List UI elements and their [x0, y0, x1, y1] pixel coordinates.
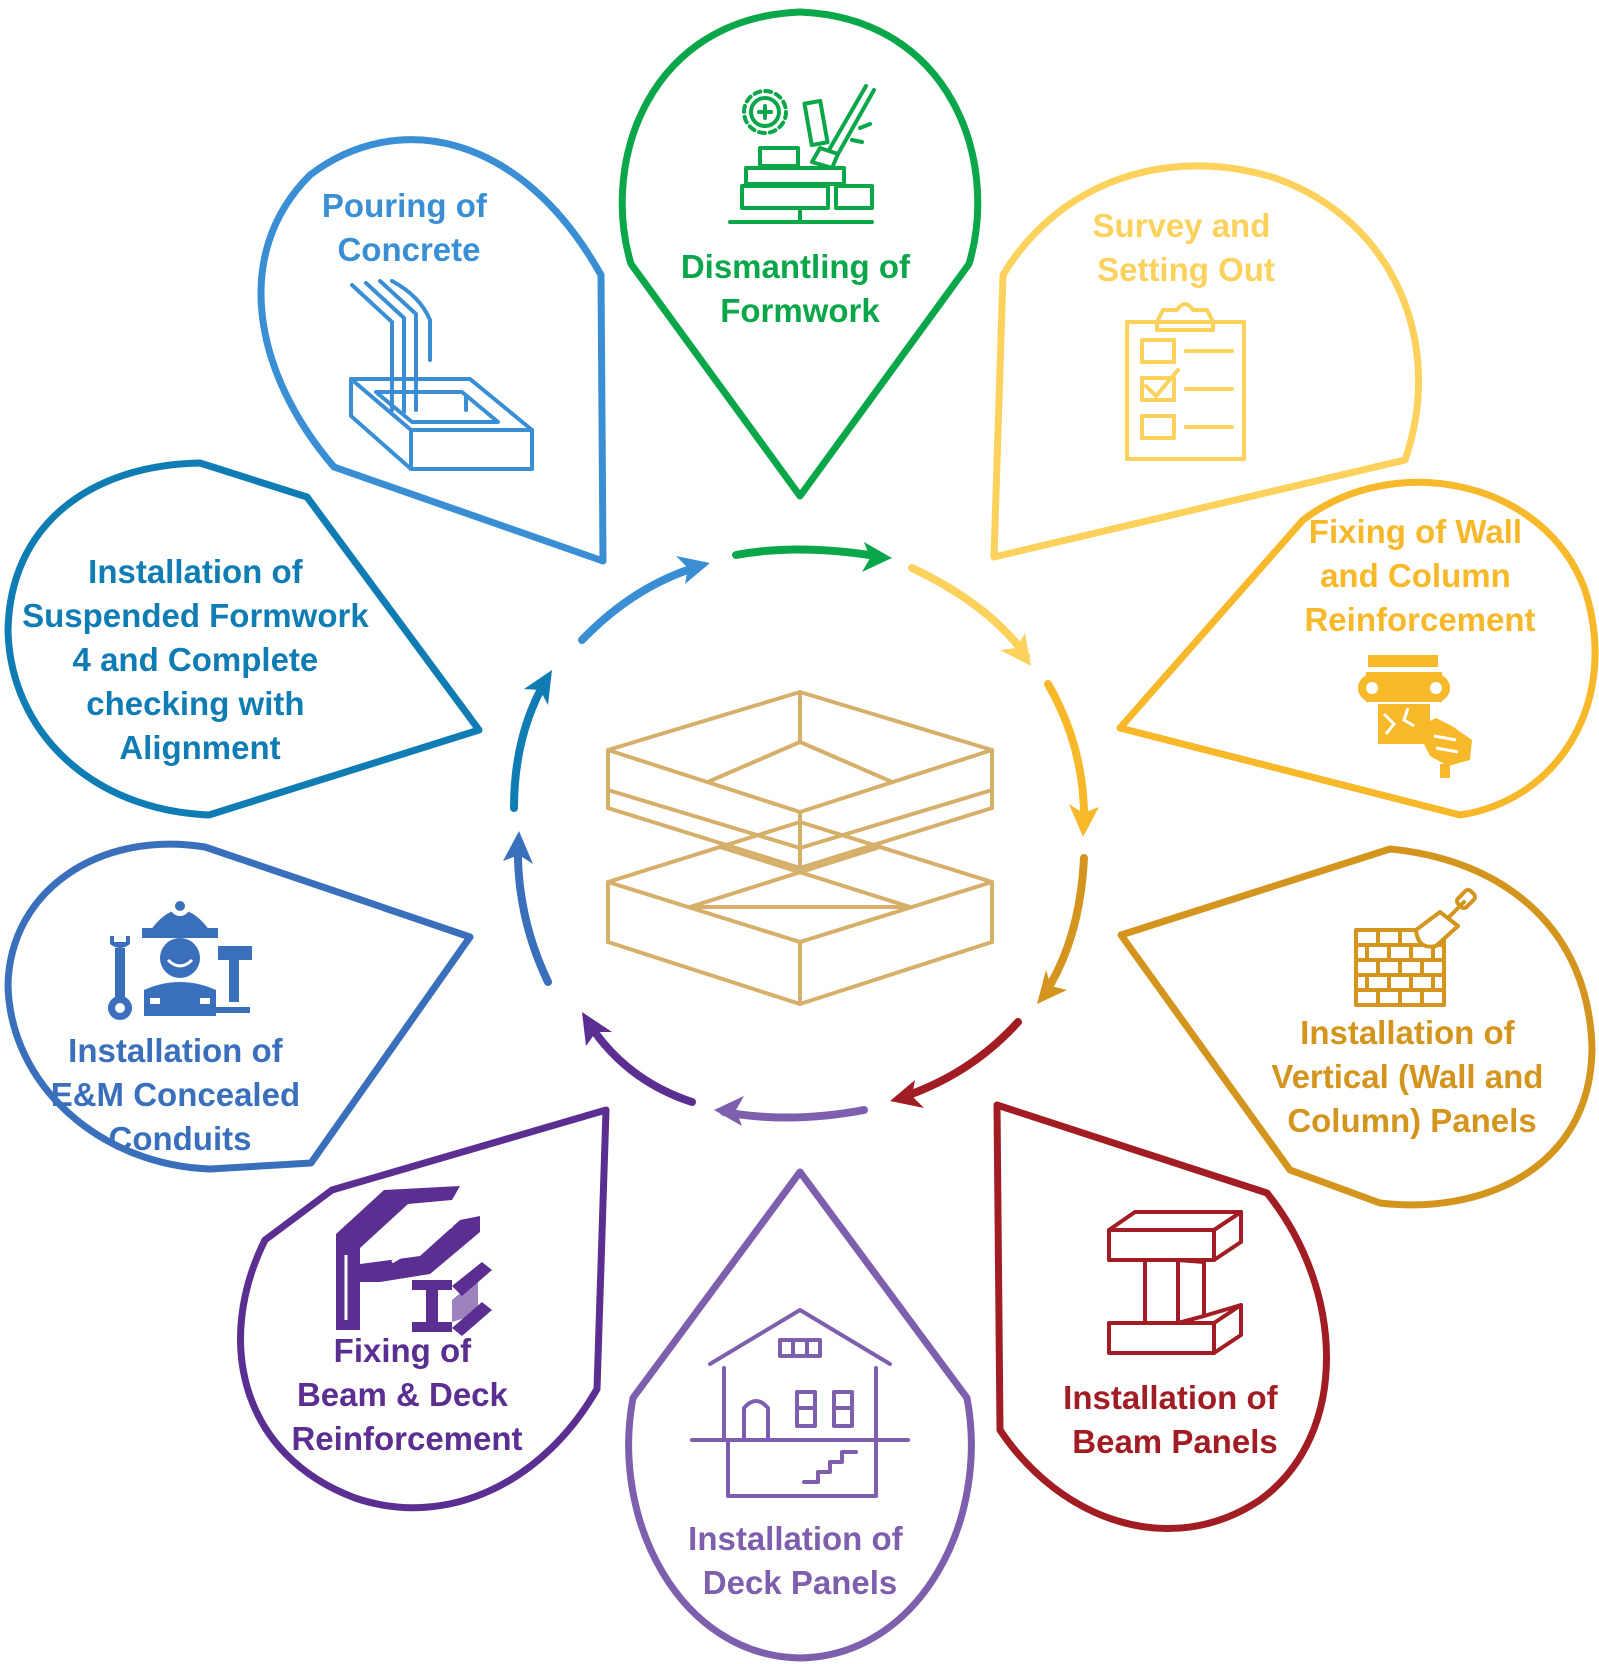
deck-panels-label: Installation of Deck Panels [688, 1520, 912, 1601]
step-beam-panels: Installation of Beam Panels [993, 1101, 1330, 1532]
petal-fixing-wall [1116, 478, 1599, 819]
dismantling-line1: Dismantling of [681, 248, 911, 285]
step-dismantling: Dismantling of Formwork [618, 8, 982, 500]
arrow-fixing-wall [1044, 680, 1089, 830]
deck-panels-line1: Installation of [688, 1520, 904, 1557]
house-icon [690, 1308, 910, 1498]
beam-deck-line2: Beam & Deck [297, 1376, 509, 1413]
survey-label: Survey and Setting Out [1092, 207, 1279, 288]
beam-panels-line2: Beam Panels [1072, 1423, 1277, 1460]
petal-deck-panels [625, 1168, 975, 1662]
step-vertical: Installation of Vertical (Wall and Colum… [1117, 845, 1596, 1209]
arrow-em [513, 838, 552, 986]
petal-beam-deck [237, 1106, 610, 1512]
dismantling-label: Dismantling of Formwork [681, 248, 919, 329]
em-line1: Installation of [68, 1032, 284, 1069]
arrowhead-beam-deck [582, 1012, 612, 1046]
vertical-label: Installation of Vertical (Wall and Colum… [1271, 1014, 1552, 1139]
beam-deck-label: Fixing of Beam & Deck Reinforcement [291, 1332, 522, 1457]
beam-panels-line1: Installation of [1063, 1379, 1279, 1416]
step-fixing-wall: Fixing of Wall and Column Reinforcement [1116, 478, 1599, 819]
fixing-wall-label: Fixing of Wall and Column Reinforcement [1304, 513, 1535, 638]
arrow-beam-panels [896, 1018, 1022, 1102]
arrow-survey [908, 564, 1030, 660]
arrowhead-green [862, 542, 892, 572]
step-survey: Survey and Setting Out [990, 162, 1422, 561]
arrowhead-pouring [676, 556, 710, 584]
suspended-label: Installation of Suspended Formwork 4 and… [22, 553, 378, 766]
worker-tools-icon [108, 896, 252, 1020]
arrow-deck-panels [720, 1106, 868, 1122]
fixing-wall-line1: Fixing of Wall [1309, 513, 1522, 550]
step-deck-panels: Installation of Deck Panels [625, 1168, 975, 1662]
suspended-line2: Suspended Formwork [22, 597, 369, 634]
petal-survey [990, 162, 1422, 561]
fixing-wall-line2: and Column [1320, 557, 1511, 594]
suspended-line1: Installation of [88, 553, 304, 590]
arrowhead-fixing-wall [1069, 804, 1099, 837]
arrow-suspended [510, 676, 550, 812]
concrete-pour-icon [349, 279, 534, 471]
arrow-green [732, 545, 886, 561]
petal-dismantling [618, 8, 982, 500]
arrowhead-survey [1000, 633, 1031, 666]
vertical-line2: Vertical (Wall and [1271, 1058, 1543, 1095]
pouring-line1: Pouring of [322, 187, 488, 224]
column-repair-icon [1358, 655, 1472, 778]
fixing-wall-line3: Reinforcement [1304, 601, 1535, 638]
arrow-beam-deck [584, 1018, 696, 1106]
arrowhead-suspended [524, 670, 552, 705]
em-label: Installation of E&M Concealed Conduits [51, 1032, 310, 1157]
beam-deck-line1: Fixing of [334, 1332, 472, 1369]
pouring-line2: Concrete [337, 231, 480, 268]
vertical-line1: Installation of [1300, 1014, 1516, 1051]
arrow-pouring [578, 562, 704, 644]
survey-line2: Setting Out [1097, 251, 1275, 288]
brick-wall-trowel-icon [1354, 888, 1477, 1007]
em-line2: E&M Concealed [51, 1076, 300, 1113]
petal-suspended [4, 459, 483, 819]
petal-beam-panels [993, 1101, 1330, 1532]
survey-line1: Survey and [1092, 207, 1270, 244]
suspended-line5: Alignment [119, 729, 280, 766]
arrowhead-em [503, 831, 533, 864]
arrowhead-deck-panels [714, 1096, 744, 1126]
arrow-vertical [1040, 854, 1088, 999]
demolition-icon [728, 84, 876, 224]
deck-panels-line2: Deck Panels [703, 1564, 897, 1601]
formwork-frame-icon [606, 690, 994, 1006]
clipboard-checklist-icon [1125, 302, 1246, 461]
steel-profiles-icon [336, 1186, 492, 1336]
beam-deck-line3: Reinforcement [291, 1420, 522, 1457]
step-pouring: Pouring of Concrete [257, 136, 607, 565]
suspended-line3: 4 and Complete [73, 641, 319, 678]
beam-panels-label: Installation of Beam Panels [1063, 1379, 1287, 1460]
em-line3: Conduits [109, 1120, 252, 1157]
step-suspended: Installation of Suspended Formwork 4 and… [4, 459, 483, 819]
arrowhead-vertical [1037, 970, 1067, 1004]
vertical-line3: Column) Panels [1287, 1102, 1536, 1139]
step-em: Installation of E&M Concealed Conduits [4, 840, 474, 1173]
cycle-ring [503, 542, 1099, 1126]
suspended-line4: checking with [86, 685, 304, 722]
steel-beam-icon [1107, 1210, 1243, 1355]
petal-em [4, 840, 474, 1173]
dismantling-line2: Formwork [720, 292, 880, 329]
arrowhead-beam-panels [890, 1080, 924, 1108]
step-beam-deck: Fixing of Beam & Deck Reinforcement [237, 1106, 610, 1512]
pouring-label: Pouring of Concrete [322, 187, 496, 268]
petal-vertical [1117, 845, 1596, 1209]
